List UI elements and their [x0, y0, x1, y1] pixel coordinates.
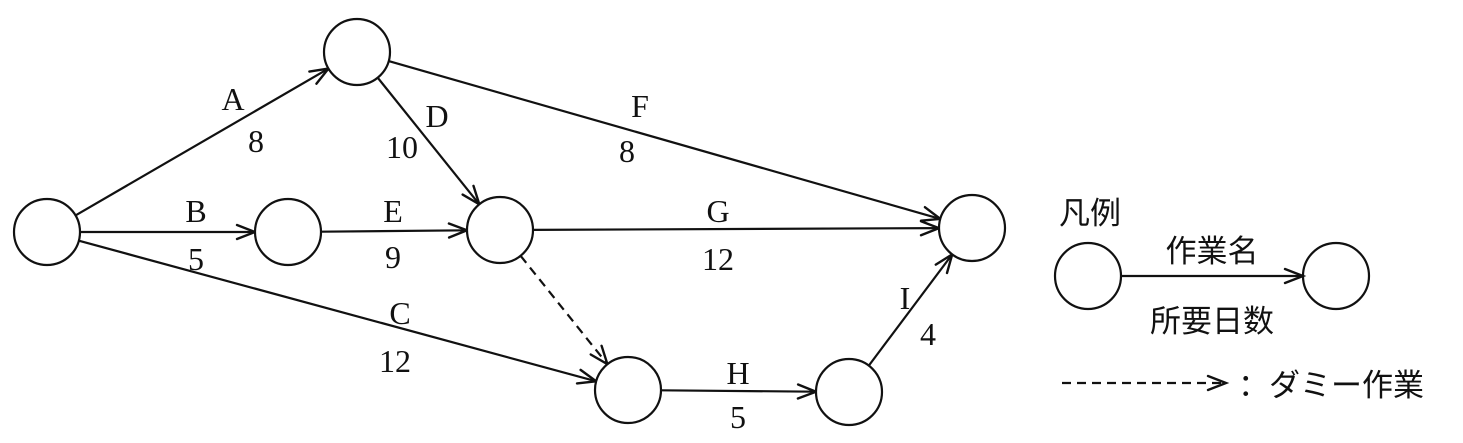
activity-c-days: 12	[379, 343, 411, 379]
activity-g-arrow	[532, 219, 943, 237]
activity-c-name: C	[389, 295, 410, 331]
legend-node-end	[1301, 241, 1371, 311]
activity-d-days: 10	[386, 129, 418, 165]
legend: 凡例 作業名 所要日数 ：ダミー作業	[1053, 196, 1424, 404]
event-node	[253, 197, 323, 267]
event-node	[593, 355, 663, 425]
legend-activity-name-label: 作業名	[1166, 234, 1259, 270]
activity-h-days: 5	[730, 399, 746, 435]
activity-a-name: A	[221, 81, 244, 117]
legend-activity-arrow-head	[1283, 267, 1307, 285]
activity-i-arrow	[867, 251, 955, 367]
activity-h-arrow-line	[660, 389, 817, 393]
activity-g-days: 12	[702, 241, 734, 277]
legend-dummy-arrow	[1062, 374, 1230, 392]
activity-c-arrow	[78, 239, 600, 385]
event-node-end	[937, 193, 1007, 263]
event-node	[465, 195, 535, 265]
activity-i-days: 4	[920, 316, 936, 352]
activity-i-arrow-line	[867, 253, 954, 367]
event-node-start	[12, 197, 82, 267]
activity-a-days: 8	[248, 123, 264, 159]
legend-activity-arrow	[1121, 267, 1307, 285]
activity-h-name: H	[726, 355, 749, 391]
activity-f-days: 8	[619, 133, 635, 169]
dummy-activity-arrow-line	[519, 255, 609, 365]
activity-e-name: E	[383, 193, 403, 229]
activity-b-days: 5	[188, 241, 204, 277]
activity-a-arrow-line	[74, 67, 330, 217]
activity-e-arrow-line	[320, 229, 468, 233]
activity-d-name: D	[425, 98, 448, 134]
activity-f-arrow	[388, 60, 944, 222]
legend-duration-label: 所要日数	[1150, 304, 1274, 340]
activity-arrows	[74, 60, 955, 400]
dummy-activity-arrow	[519, 255, 610, 367]
activity-f-name: F	[631, 88, 649, 124]
activity-a-arrow-head	[308, 66, 332, 85]
legend-dummy-label: ：ダミー作業	[1238, 368, 1424, 404]
legend-title: 凡例	[1059, 196, 1121, 232]
legend-dummy-arrow-head	[1206, 374, 1230, 392]
activity-c-arrow-line	[78, 239, 597, 383]
activity-g-name: G	[706, 193, 729, 229]
activity-b-arrow	[80, 223, 259, 241]
event-nodes	[12, 17, 1007, 427]
activity-b-name: B	[185, 193, 206, 229]
activity-f-arrow-line	[388, 60, 941, 220]
legend-node-start	[1053, 241, 1123, 311]
event-node	[322, 17, 392, 87]
activity-i-name: I	[900, 280, 911, 316]
activity-e-days: 9	[385, 239, 401, 275]
activity-g-arrow-line	[532, 227, 940, 231]
event-node	[814, 357, 884, 427]
activity-labels: A 8 B 5 C 12 D 10 E 9 F 8 G 12 H 5 I 4	[185, 81, 936, 435]
activity-d-arrow-line	[376, 77, 481, 205]
